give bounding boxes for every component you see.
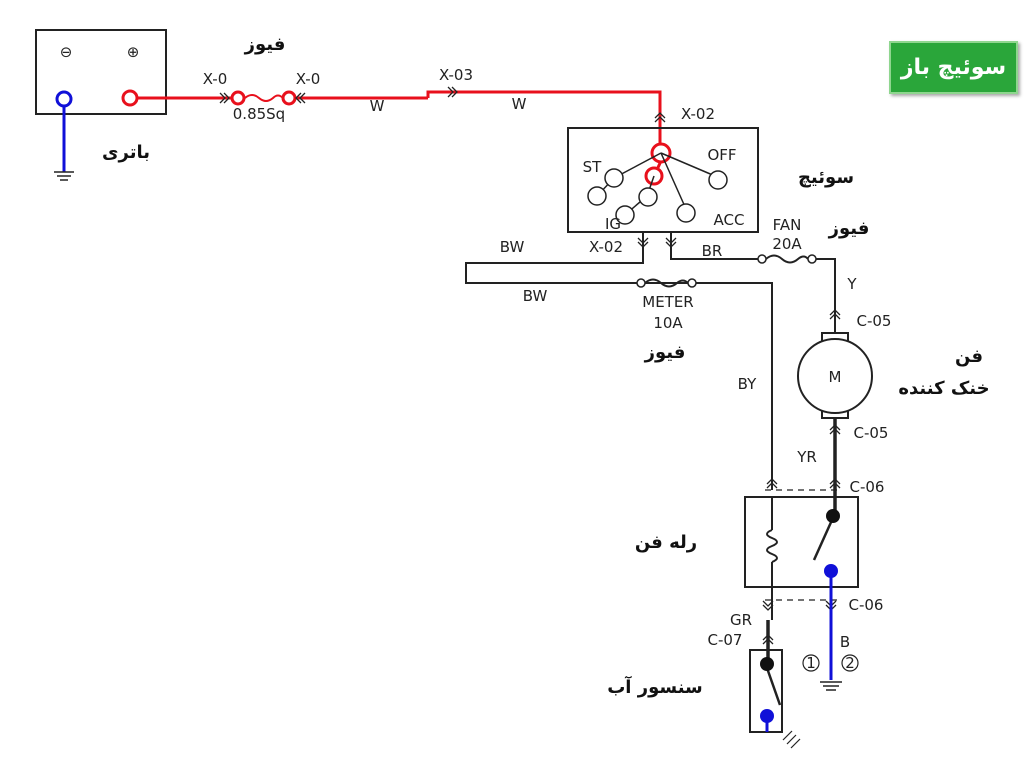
water-sensor	[749, 649, 801, 749]
connector-c06-top-label: C-06	[850, 478, 885, 496]
meter-fuse-rating-label: 10A	[653, 314, 683, 332]
active-circuit	[121, 89, 672, 186]
meter-fuse-label: فیوز	[644, 342, 686, 363]
switch-ig-label: IG	[605, 215, 621, 233]
battery-positive-post-icon	[121, 89, 139, 107]
meter-fuse-name-label: METER	[642, 293, 693, 311]
wire-color-y-label: Y	[846, 275, 857, 293]
switch-off-label: OFF	[707, 146, 736, 164]
connector-x0-right-label: X-0	[296, 70, 321, 88]
connector-c07-label: C-07	[708, 631, 743, 649]
connector-c06-bottom-label: C-06	[849, 596, 884, 614]
battery-positive-terminal: ⊕	[127, 43, 140, 61]
fuse-terminal-icon	[230, 90, 246, 106]
relay-label: رله فن	[635, 532, 697, 553]
wire-color-w-label: W	[512, 95, 527, 113]
battery-label: باتری	[102, 142, 150, 163]
fan-fuse-label: فیوز	[828, 218, 870, 239]
connector-c05-bottom-label: C-05	[854, 424, 889, 442]
wire-color-b-label: B	[840, 633, 850, 651]
wire-color-yr-label: YR	[796, 448, 817, 466]
wire-color-br-label: BR	[702, 242, 723, 260]
connector-marks	[219, 86, 666, 123]
fan-description-label: خنک کننده	[898, 378, 989, 399]
sensor-contact-icon	[760, 657, 774, 671]
battery: ⊖ ⊕	[35, 29, 167, 115]
status-badge: سوئیچ باز	[889, 41, 1018, 94]
switch-label: سوئیچ	[798, 167, 854, 188]
battery-ground	[54, 90, 74, 181]
switch-acc-label: ACC	[714, 211, 745, 229]
wire-color-by-label: BY	[738, 375, 757, 393]
ground-terminal-icon	[55, 90, 73, 108]
relay-output-contact-icon	[824, 564, 838, 578]
main-fuse-label: فیوز	[244, 34, 286, 55]
sensor-ground-contact-icon	[760, 709, 774, 723]
wire-color-bw-label: BW	[523, 287, 548, 305]
fan-fuse-rating-label: 20A	[772, 235, 802, 253]
water-sensor-label: سنسور آب	[607, 675, 703, 698]
wire-color-gr-label: GR	[730, 611, 752, 629]
pin-2-icon	[841, 654, 859, 672]
wire-size-label: 0.85Sq	[233, 105, 285, 123]
wire-color-bw-label: BW	[500, 238, 525, 256]
relay-contact-icon	[826, 509, 840, 523]
wire-color-w-label: W	[370, 97, 385, 115]
pin-1-label: 1	[806, 654, 816, 672]
relay-coil-icon	[766, 529, 778, 563]
fan-label: فن	[955, 346, 983, 367]
pin-1-icon	[802, 654, 820, 672]
connector-c05-top-label: C-05	[857, 312, 892, 330]
connector-x03-label: X-03	[439, 66, 473, 84]
ignition-switch: ST OFF IG ACC	[567, 127, 759, 233]
connector-x02-top-label: X-02	[681, 105, 715, 123]
chassis-ground-icon	[782, 730, 801, 749]
connector-x0-left-label: X-0	[203, 70, 228, 88]
battery-negative-terminal: ⊖	[60, 43, 73, 61]
motor-label: M	[829, 368, 842, 386]
fan-fuse-name-label: FAN	[773, 216, 802, 234]
fan-motor: M	[797, 332, 873, 419]
relay-ground: 1 2	[802, 564, 859, 691]
connector-x02-bottom-label: X-02	[589, 238, 623, 256]
switch-st-label: ST	[583, 158, 603, 176]
connector-marks	[637, 237, 841, 645]
fan-relay	[744, 489, 859, 601]
black-wiring	[465, 232, 837, 706]
fuse-terminal-icon	[281, 90, 297, 106]
pin-2-label: 2	[845, 654, 855, 672]
fuse-terminals	[636, 254, 817, 288]
